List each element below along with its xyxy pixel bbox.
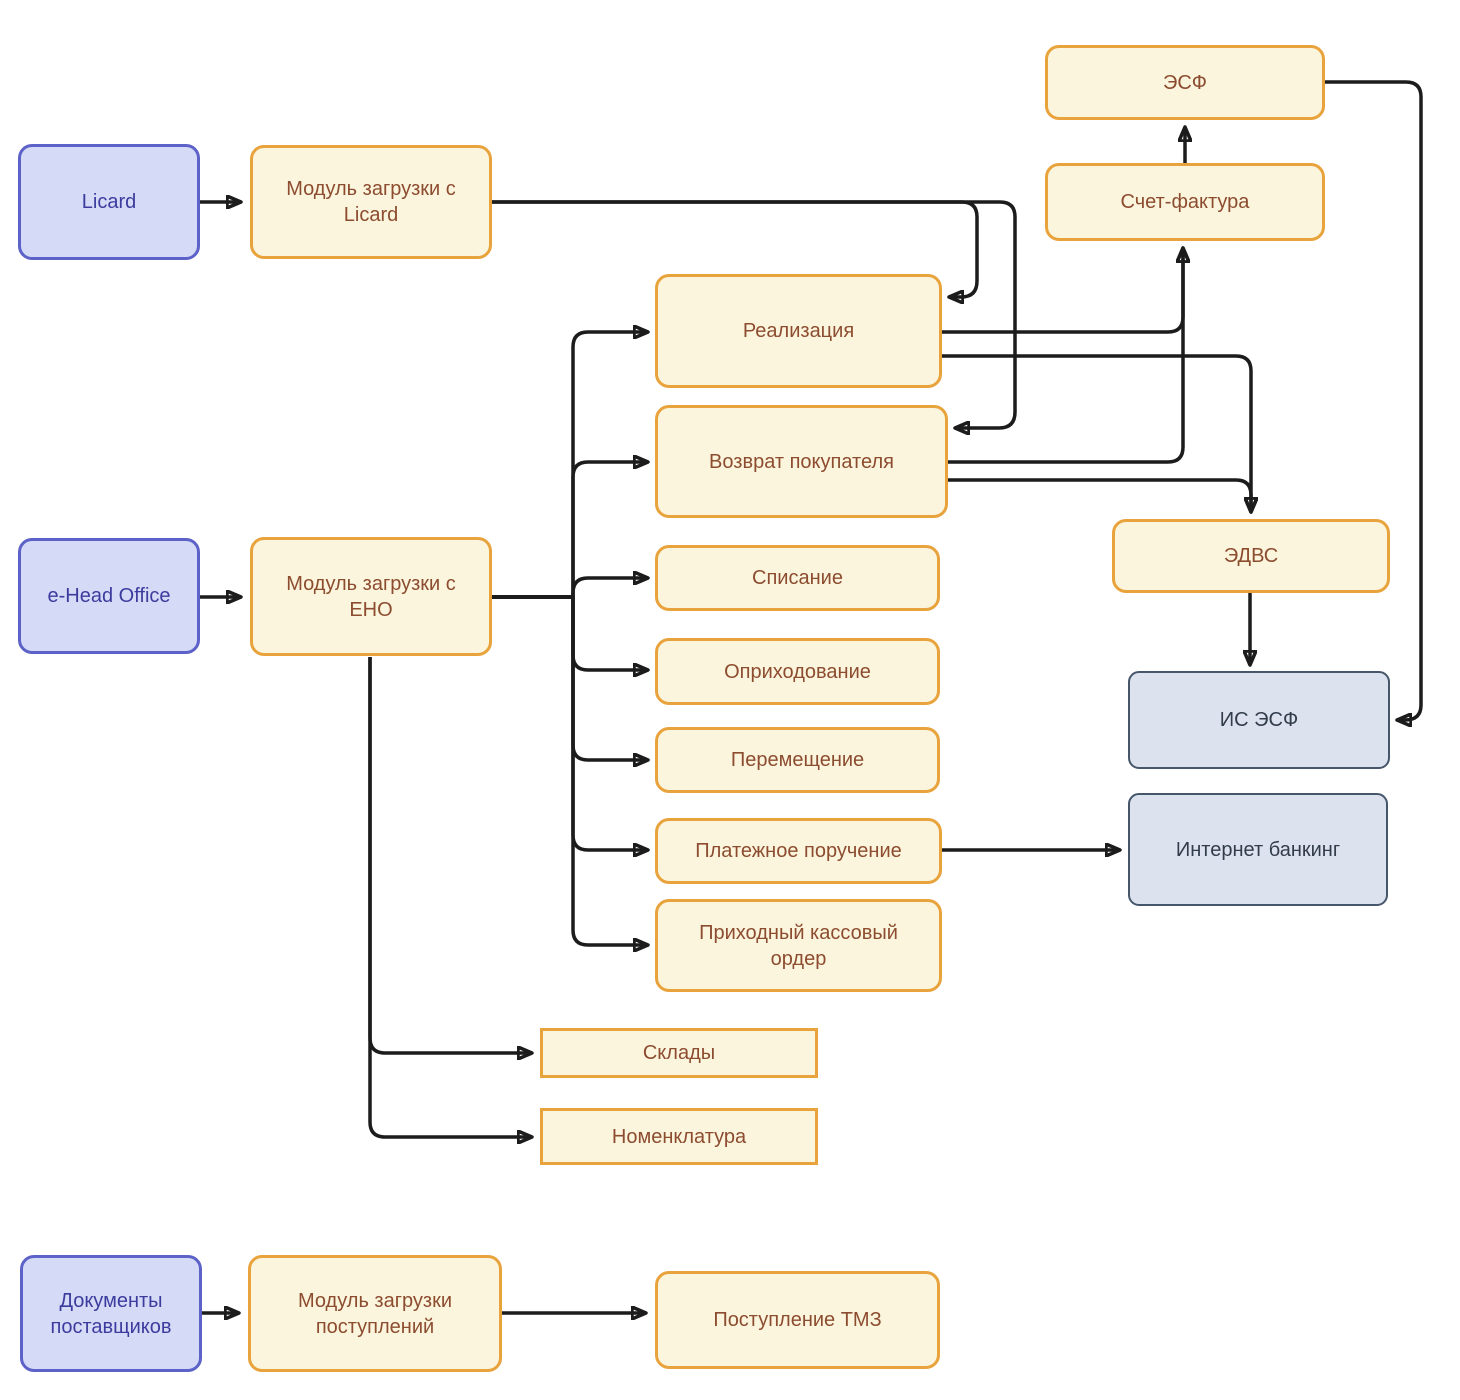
node-esf-label: ЭСФ xyxy=(1162,71,1208,94)
node-schet-faktura: Счет-фактура xyxy=(1045,163,1325,241)
node-realizaciya: Реализация xyxy=(655,274,942,388)
node-internet-banking-label: Интернет банкинг xyxy=(1175,838,1341,861)
node-dokumenty-postavshikov: Документы поставщиков xyxy=(20,1255,202,1372)
node-licard-module-label: Модуль загрузки с Licard xyxy=(286,178,456,226)
node-eno-module-label: Модуль загрузки с ЕНО xyxy=(286,572,456,621)
node-vozvrat-label: Возврат покупателя xyxy=(709,450,894,473)
node-dokumenty-postavshikov-label: Документы поставщиков xyxy=(50,1289,172,1338)
edge-eno-module-to-peremeshenie xyxy=(492,595,647,760)
node-ehead-office-label: e-Head Office xyxy=(47,585,171,607)
node-spisanie-label: Списание xyxy=(752,567,843,589)
node-vozvrat: Возврат покупателя xyxy=(655,405,948,518)
node-peremeshenie: Перемещение xyxy=(655,727,940,793)
node-internet-banking: Интернет банкинг xyxy=(1128,793,1388,906)
node-spisanie: Списание xyxy=(655,545,940,611)
edge-vozvrat-to-schet-faktura xyxy=(948,249,1183,464)
node-postuplenij-module: Модуль загрузки поступлений xyxy=(248,1255,502,1372)
edge-eno-module-to-platezhnoe xyxy=(492,595,647,850)
node-sklady: Склады xyxy=(540,1028,818,1078)
node-prihodnyj: Приходный кассовый ордер xyxy=(655,899,942,992)
node-schet-faktura-label: Счет-фактура xyxy=(1120,191,1250,213)
node-edvs-label: ЭДВС xyxy=(1223,545,1279,567)
edge-eno-module-to-realizaciya xyxy=(492,332,647,599)
edge-eno-module-to-vozvrat xyxy=(492,462,647,599)
edge-realizaciya-to-edvs xyxy=(942,354,1251,511)
node-licard: Licard xyxy=(18,144,200,260)
node-nomenklatura: Номенклатура xyxy=(540,1108,818,1165)
node-platezhnoe-label: Платежное поручение xyxy=(695,840,902,862)
edge-eno-module-to-oprihodovanie xyxy=(492,595,647,670)
node-edvs: ЭДВС xyxy=(1112,519,1390,593)
node-nomenklatura-label: Номенклатура xyxy=(611,1125,747,1148)
edge-licard-module-to-vozvrat xyxy=(492,200,1017,428)
edge-eno-module-to-sklady xyxy=(368,657,531,1053)
node-platezhnoe: Платежное поручение xyxy=(655,818,942,884)
node-peremeshenie-label: Перемещение xyxy=(730,749,865,771)
edge-esf-to-is-esf xyxy=(1325,80,1423,720)
node-realizaciya-label: Реализация xyxy=(742,320,855,342)
edge-eno-module-to-spisanie xyxy=(492,578,647,599)
node-prihodnyj-label: Приходный кассовый ордер xyxy=(699,921,898,970)
node-oprihodovanie: Оприходование xyxy=(655,638,940,705)
node-eno-module: Модуль загрузки с ЕНО xyxy=(250,537,492,656)
node-postuplenie-tmz-label: Поступление ТМЗ xyxy=(713,1309,882,1331)
node-sklady-label: Склады xyxy=(642,1042,716,1064)
edge-vozvrat-to-edvs xyxy=(948,478,1251,511)
node-oprihodovanie-label: Оприходование xyxy=(724,660,871,683)
node-postuplenie-tmz: Поступление ТМЗ xyxy=(655,1271,940,1369)
node-esf: ЭСФ xyxy=(1045,45,1325,120)
node-licard-module: Модуль загрузки с Licard xyxy=(250,145,492,259)
node-ehead-office: e-Head Office xyxy=(18,538,200,654)
node-licard-label: Licard xyxy=(81,191,137,213)
node-is-esf: ИС ЭСФ xyxy=(1128,671,1390,769)
edge-eno-module-to-nomenklatura xyxy=(368,657,531,1137)
node-postuplenij-module-label: Модуль загрузки поступлений xyxy=(297,1289,453,1338)
edge-eno-module-to-prihodnyj xyxy=(492,595,647,945)
node-is-esf-label: ИС ЭСФ xyxy=(1219,709,1299,731)
